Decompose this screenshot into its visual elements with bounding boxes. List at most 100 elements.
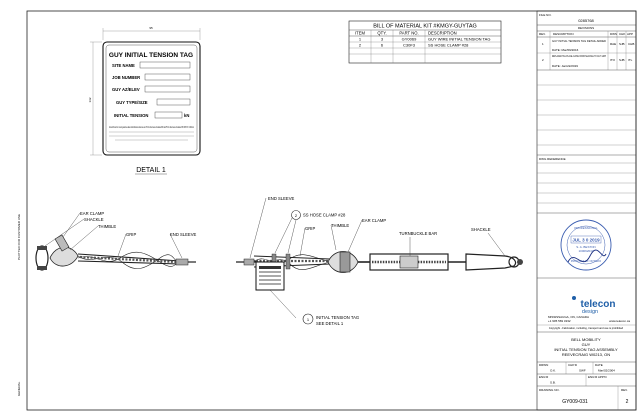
hose-clamp-icon — [285, 253, 291, 270]
end-sleeve-left-icon — [175, 258, 189, 266]
bom-header-part: PART NO. — [399, 31, 418, 36]
rev-app: CHB — [628, 42, 634, 46]
tag-field-initial-tension: INITIAL TENSION — [114, 113, 148, 118]
title-line-1: BELL MOBILITY — [571, 337, 601, 342]
rev-number: 1 — [542, 42, 544, 46]
callout-grip-left: GRIP — [126, 232, 136, 237]
tag-dim-width: 95 — [149, 26, 153, 30]
bom-cell: C30F3 — [403, 43, 416, 48]
tag-title: GUY INITIAL TENSION TAG — [109, 52, 193, 59]
file-no: 0285768 — [578, 18, 594, 23]
tag-unit: kN — [184, 113, 189, 118]
rev-header-rev: REV. — [539, 32, 546, 36]
callout-turnbuckle: TURNBUCKLE BAR — [399, 231, 437, 236]
title-line-2: GUY — [582, 342, 591, 347]
end-sleeve-mid-icon — [243, 258, 255, 266]
rev-chk: SJB — [619, 42, 625, 46]
bom-header-qty: QTY. — [377, 31, 386, 36]
tag-field-site-name: SITE NAME — [112, 63, 135, 68]
title-line-4: REEVECRAIG W0213, ON — [562, 352, 610, 357]
drwn-label: DRWN — [539, 363, 548, 367]
item-2-number: 2 — [295, 213, 298, 218]
margin-text-top: PLOTTED FOR CUSTOMER USE — [17, 214, 21, 260]
company-logo: telecon design — [572, 296, 616, 315]
copyright-note: Copyright - Fabrication, including, tran… — [549, 326, 624, 330]
rev-label: REV. — [621, 388, 628, 392]
tag-field-box — [156, 98, 191, 106]
drawing-no: GY009-031 — [562, 399, 588, 405]
tag-dim-height: 132 — [88, 97, 92, 102]
bom-row: 1 3 GY0069 GUY WIRE INITIAL TENSION TAG — [359, 37, 491, 42]
chkd-label: CHK'D — [568, 363, 578, 367]
company-name: telecon — [580, 299, 615, 310]
revision-headers: REV. DESCRIPTION DWN CHK APP — [539, 32, 633, 36]
company-sub: design — [582, 309, 598, 315]
ear-clamp-mid-icon — [339, 251, 351, 273]
company-website: www.telecon.ca — [609, 319, 630, 323]
title-block: FILE NO. 0285768 REVISIONS REV. DESCRIPT… — [536, 10, 637, 411]
callout-end-sleeve-left: END SLEEVE — [170, 232, 197, 237]
tag-field-guy-type: GUY TYPE/SIZE — [116, 100, 148, 105]
bom-cell: 3 — [381, 37, 384, 42]
tag-field-guy-az: GUY AZ/ELEV — [112, 87, 140, 92]
margin-text-bottom: GENERAL — [17, 381, 21, 396]
tag-field-box — [144, 73, 191, 81]
callout-thimble-mid: THIMBLE — [331, 223, 349, 228]
rev-dwn: ITO — [610, 58, 616, 62]
rev-dwn: RAE — [610, 42, 616, 46]
stamp-name: S. A. BESTON — [576, 245, 595, 249]
stamp-text-top: PROFESSIONAL — [574, 226, 598, 230]
rev-chk: SJB — [619, 58, 625, 62]
dwg-reference-label: DWG REFERENCE — [539, 157, 566, 161]
tag-note: Consult Tensor for current guide lines a… — [109, 126, 194, 129]
stamp-signature — [567, 249, 607, 263]
item-1-number: 1 — [307, 317, 310, 322]
rev-desc: GUY INITIAL TENSION TAG DETAIL ADDED — [552, 39, 607, 43]
revision-row: 1 GUY INITIAL TENSION TAG DETAIL ADDED D… — [542, 39, 634, 52]
bom-cell: GUY WIRE INITIAL TENSION TAG — [428, 37, 490, 42]
rev-app: ITL — [628, 58, 633, 62]
rev-desc: REPLACED TAG PLACE ALONG FROM SHACKLE TO… — [552, 54, 606, 58]
bom-cell: 2 — [359, 43, 362, 48]
right-guy-assembly — [236, 251, 523, 291]
callout-thimble-left: THIMBLE — [98, 224, 116, 229]
rev-date: DATE: Mar/09/2016 — [552, 48, 579, 52]
right-callouts: END SLEEVE 2 SS HOSE CLAMP #28 GRIP THIM… — [249, 196, 506, 326]
company-phone: +1 905 569 3232 — [548, 319, 571, 323]
callout-item-2-label: SS HOSE CLAMP #28 — [303, 213, 346, 218]
bom-table: BILL OF MATERIAL KIT #KMGY-GUYTAG ITEM Q… — [348, 20, 502, 64]
bom-row: 2 6 C30F3 SS HOSE CLAMP #28 — [359, 43, 469, 48]
rev-header-desc: DESCRIPTION — [553, 32, 574, 36]
rev-value: 2 — [626, 399, 629, 405]
date-label: DATE — [595, 363, 603, 367]
left-callouts: EAR CLAMP SHACKLE THIMBLE GRIP END SLEEV… — [44, 211, 197, 259]
callout-shackle-right: SHACKLE — [471, 227, 491, 232]
stamp-date: JUL 3 0 2019 — [572, 238, 600, 243]
rev-header-chk: CHK — [619, 32, 625, 36]
title-line-3: INITIAL TENSION TAG ASSEMBLY — [554, 347, 618, 352]
shackle-right-icon — [465, 253, 517, 271]
callout-item-1-sub: SEE DETAIL 1 — [316, 321, 344, 326]
revision-row: 2 REPLACED TAG PLACE ALONG FROM SHACKLE … — [542, 54, 633, 68]
tag-field-box — [139, 61, 191, 69]
callout-shackle-left: SHACKLE — [84, 217, 104, 222]
callout-item-1-label: INITIAL TENSION TAG — [316, 315, 359, 320]
tag-field-box — [154, 111, 183, 119]
rev-date: DATE: Jan/22/2019 — [552, 64, 578, 68]
detail-label: DETAIL 1 — [136, 167, 166, 174]
bom-cell: 1 — [359, 37, 362, 42]
bom-cell: 6 — [381, 43, 384, 48]
company-address: MISSISSAUGA, ON, CANADA — [548, 315, 589, 319]
item-1-balloon — [302, 313, 314, 325]
file-no-label: FILE NO. — [539, 13, 552, 17]
revisions-label: REVISIONS — [578, 26, 594, 30]
tag-field-job-number: JOB NUMBER — [112, 75, 140, 80]
logo-dot-icon — [572, 296, 576, 300]
engr-label: ENG'R — [539, 375, 549, 379]
bom-header-desc: DESCRIPTION — [428, 31, 457, 36]
engr-appd-label: ENG'R APP'D — [588, 375, 607, 379]
engr-value: S.B. — [550, 381, 556, 385]
callout-ear-clamp-mid: EAR CLAMP — [362, 218, 386, 223]
bom-title: BILL OF MATERIAL KIT #KMGY-GUYTAG — [373, 24, 477, 30]
